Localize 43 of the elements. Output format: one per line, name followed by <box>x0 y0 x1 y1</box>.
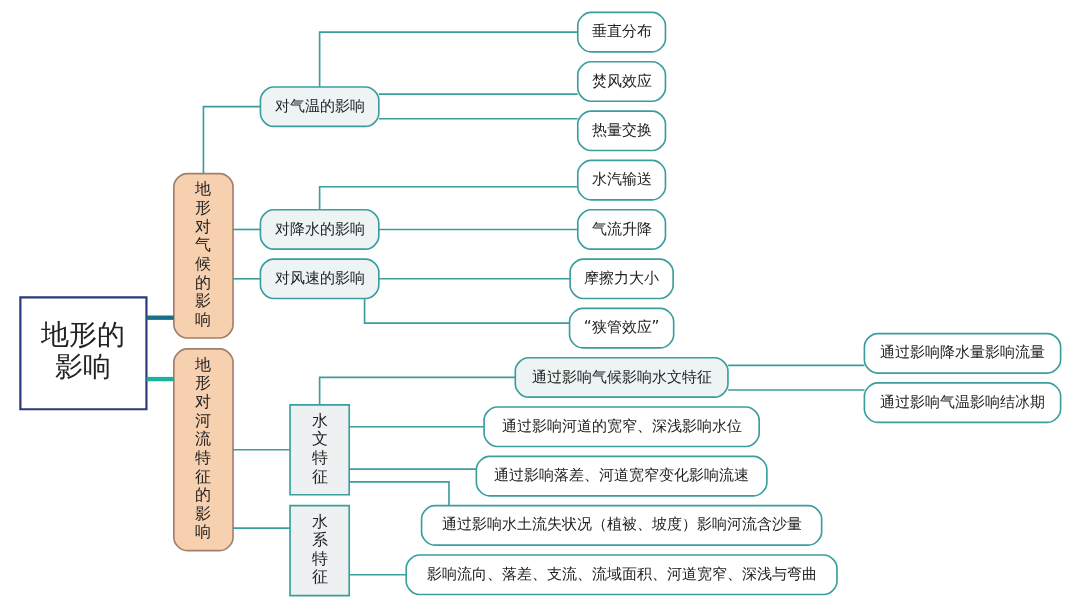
node-box: 对风速的影响 <box>259 258 380 300</box>
node-box: 地形对河流特征的影响 <box>172 348 234 552</box>
node-box: 垂直分布 <box>576 11 666 53</box>
connector <box>318 31 579 88</box>
node-box: 对降水的影响 <box>259 208 380 250</box>
connector <box>318 185 579 211</box>
node-box: 通过影响气温影响结冰期 <box>863 382 1061 424</box>
node-box: 通过影响降水量影响流量 <box>863 332 1061 374</box>
node-box: 水文特征 <box>288 404 350 496</box>
node-box: 地形的影响 <box>18 296 148 411</box>
node-box: 影响流向、落差、支流、流域面积、河道宽窄、深浅与弯曲 <box>404 554 838 596</box>
connector <box>377 228 578 231</box>
node-box: 水汽输送 <box>576 159 666 201</box>
connector <box>231 448 290 451</box>
connector <box>348 468 477 470</box>
node-box: 通过影响气候影响水文特征 <box>513 356 729 398</box>
connector <box>348 425 485 428</box>
connector <box>377 277 571 280</box>
connector <box>231 228 261 231</box>
connector <box>146 376 174 382</box>
connector <box>318 376 516 406</box>
node-box: 气流升降 <box>576 208 666 250</box>
node-box: 通过影响落差、河道宽窄变化影响流速 <box>475 455 768 497</box>
node-box: “狭管效应” <box>568 307 674 349</box>
connector <box>377 117 578 120</box>
connector <box>363 298 570 324</box>
connector <box>377 93 578 95</box>
connector <box>146 315 174 320</box>
node-box: 水系特征 <box>288 504 350 597</box>
node-box: 热量交换 <box>576 110 666 152</box>
connector <box>348 573 407 576</box>
node-box: 焚风效应 <box>576 60 666 103</box>
node-box: 对气温的影响 <box>259 86 380 128</box>
node-box: 摩擦力大小 <box>568 258 674 300</box>
connector <box>726 389 865 391</box>
connector <box>231 527 290 529</box>
node-box: 通过影响水土流失状况（植被、坡度）影响河流含沙量 <box>420 504 822 546</box>
node-box: 地形对气候的影响 <box>172 172 234 339</box>
connector <box>231 277 261 280</box>
connector <box>726 364 865 367</box>
connector <box>348 481 450 507</box>
node-box: 通过影响河道的宽窄、深浅影响水位 <box>482 406 760 448</box>
connector <box>202 105 261 175</box>
